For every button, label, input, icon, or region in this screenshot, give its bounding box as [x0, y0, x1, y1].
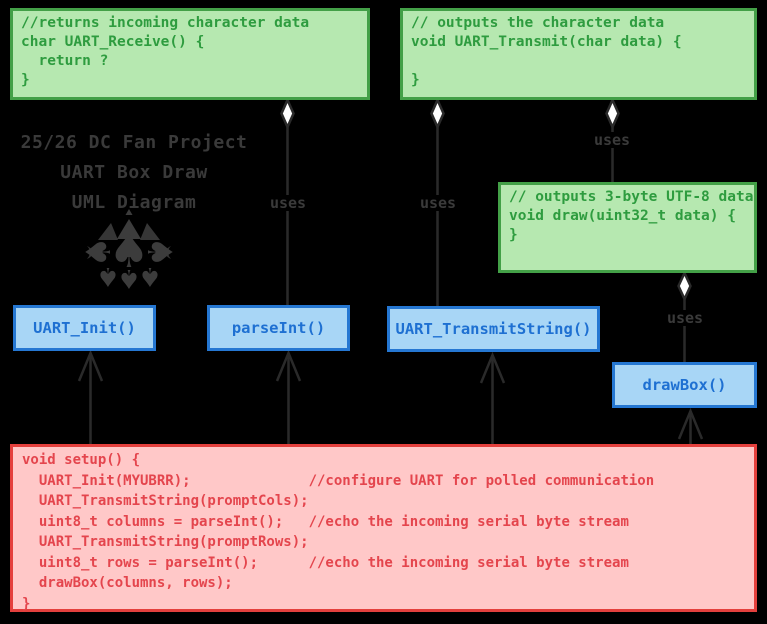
spade-gem-logo-icon: ♠ ♠ ♠ ♠ ♠ ♠ — [84, 209, 174, 292]
aggregation-diamond-icon — [430, 96, 445, 131]
diagram-title: 25/26 DC Fan Project UART Box Draw UML D… — [8, 128, 260, 218]
arrow-setup-to-uartinit — [77, 349, 104, 444]
svg-text:♠: ♠ — [117, 263, 140, 292]
setup-code-box: void setup() { UART_Init(MYUBRR); //conf… — [10, 444, 757, 612]
uses-label-draw: uses — [590, 132, 634, 148]
svg-text:♠: ♠ — [84, 237, 119, 267]
drawbox-function-box: drawBox() — [612, 362, 757, 408]
aggregation-diamond-icon — [280, 96, 295, 131]
title-line-1: 25/26 DC Fan Project — [20, 132, 248, 153]
parseint-function-box: parseInt() — [207, 305, 350, 351]
uart-init-function-box: UART_Init() — [13, 305, 156, 351]
uart-transmit-comment-box: // outputs the character data void UART_… — [400, 8, 757, 100]
uart-transmitstring-function-box: UART_TransmitString() — [387, 306, 600, 352]
uses-label-drawbox: uses — [663, 310, 707, 326]
svg-text:♠: ♠ — [139, 237, 174, 267]
open-arrowhead-icon — [677, 407, 704, 440]
svg-text:♠: ♠ — [138, 261, 161, 291]
open-arrowhead-icon — [77, 349, 104, 382]
uses-label-parseint: uses — [266, 195, 310, 211]
title-line-2: UART Box Draw — [60, 162, 208, 183]
aggregation-diamond-icon — [605, 96, 620, 131]
svg-text:♠: ♠ — [96, 261, 119, 291]
uart-receive-comment-box: //returns incoming character data char U… — [10, 8, 370, 100]
arrow-setup-to-transmitstring — [479, 351, 506, 444]
spade-icon: ♠ — [108, 224, 149, 278]
aggregation-diamond-icon — [677, 270, 692, 302]
arrow-setup-to-drawbox — [677, 407, 704, 444]
arrow-setup-to-parseint — [275, 349, 302, 444]
open-arrowhead-icon — [479, 351, 506, 384]
uses-label-transmitstring: uses — [416, 195, 460, 211]
draw-comment-box: // outputs 3-byte UTF-8 data void draw(u… — [498, 182, 757, 273]
open-arrowhead-icon — [275, 349, 302, 382]
title-line-3: UML Diagram — [71, 192, 197, 213]
